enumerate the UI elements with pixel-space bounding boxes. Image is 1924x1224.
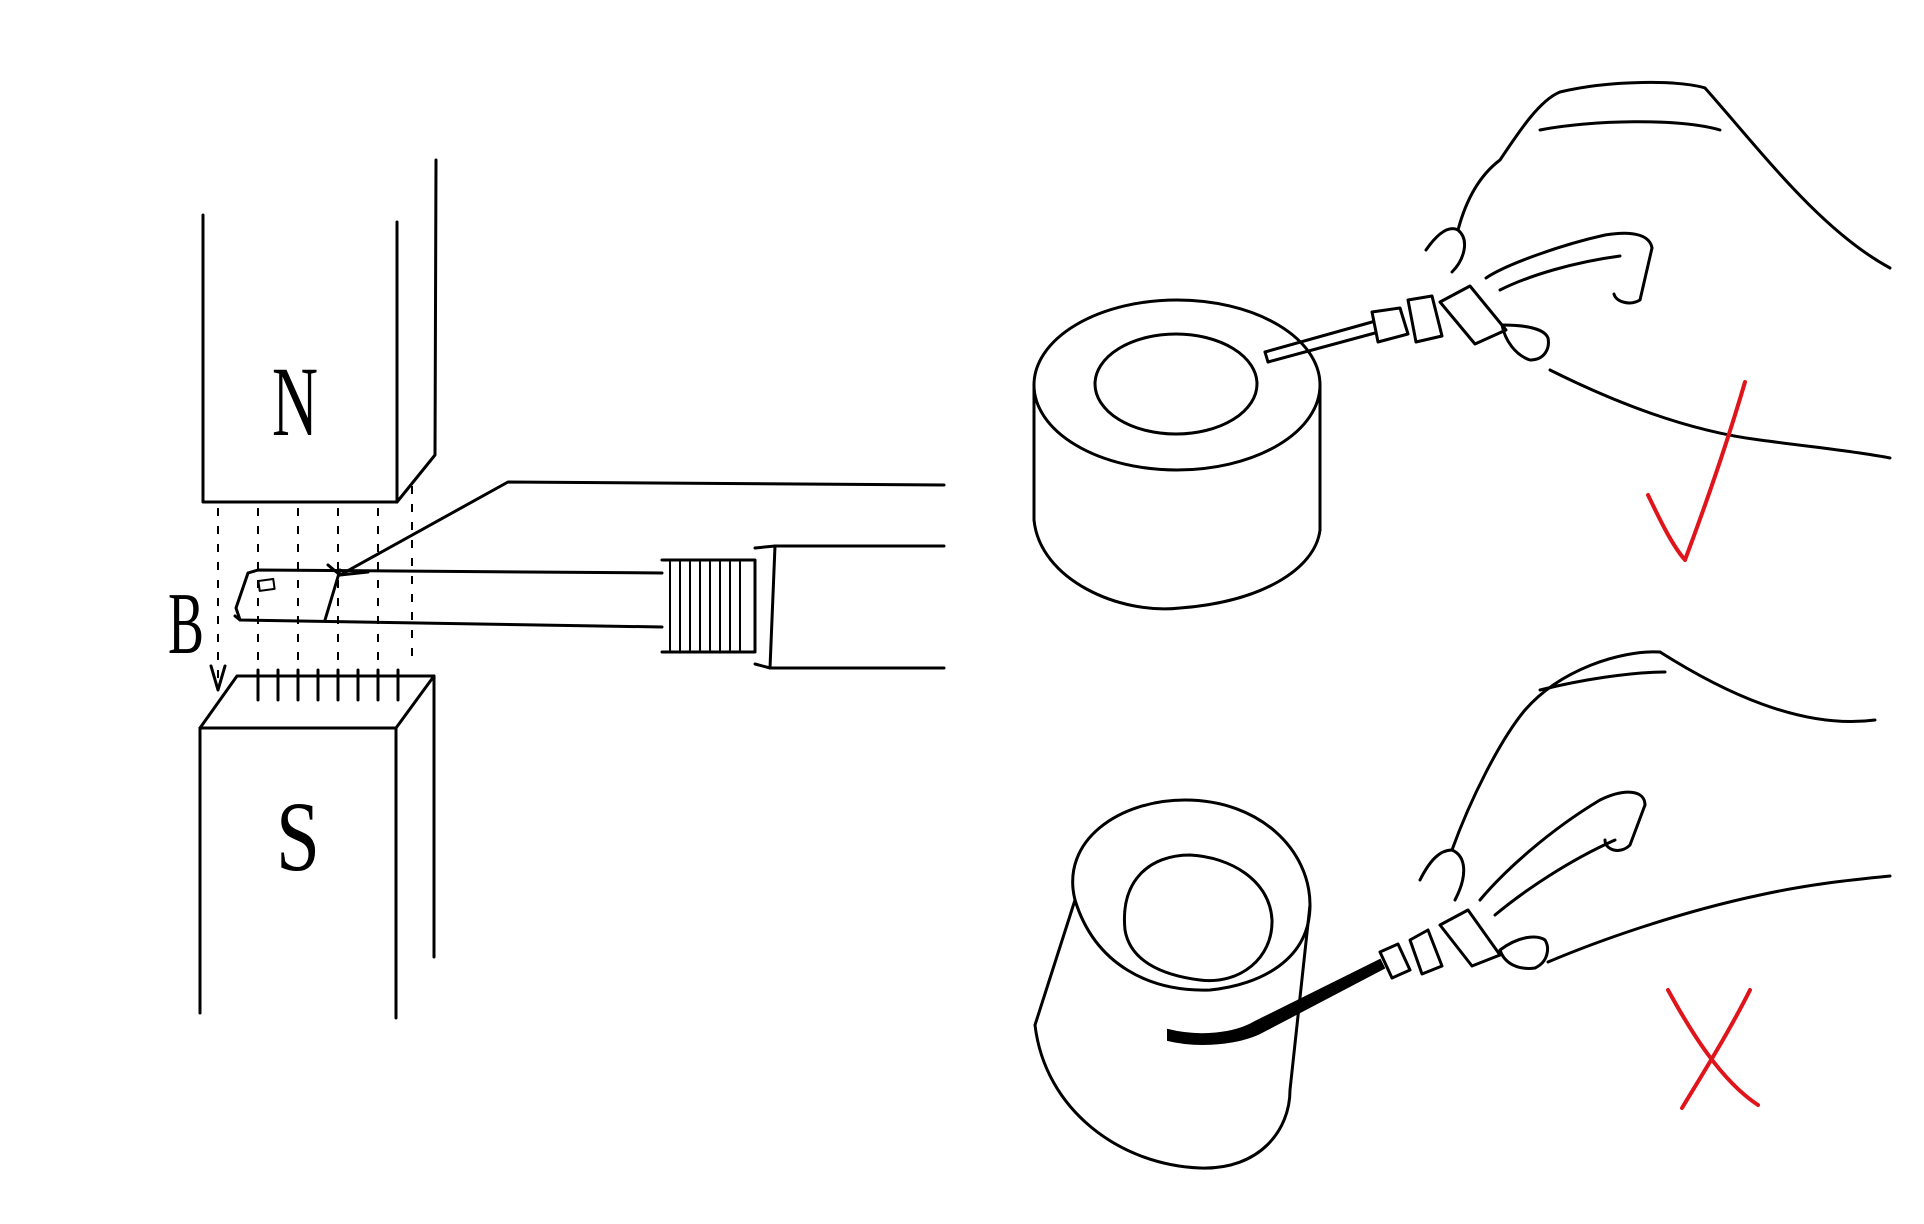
probe-connector: [660, 558, 757, 654]
north-pole-block: [201, 158, 438, 504]
pointer-arrow: [326, 480, 946, 577]
correct-usage: [1032, 80, 1892, 611]
field-arrow-icon: [209, 664, 227, 692]
magnet-setup: N S B: [168, 158, 946, 1020]
magnet-ring-lower: [1033, 798, 1312, 1170]
hall-pen-upper: [1263, 294, 1444, 364]
field-line-tips: [256, 668, 400, 702]
cross-mark-icon: [1666, 988, 1760, 1110]
north-label: N: [272, 346, 318, 457]
incorrect-usage: [1033, 650, 1892, 1170]
hand-lower: [1418, 650, 1892, 970]
south-label: S: [276, 781, 320, 892]
hall-probe: [233, 568, 664, 629]
magnet-ring-upper: [1032, 298, 1322, 611]
hall-pen-lower: [1167, 928, 1444, 1045]
probe-handle: [753, 544, 946, 670]
field-label: B: [168, 576, 204, 673]
hand-upper: [1424, 80, 1892, 460]
field-lines: [217, 486, 413, 680]
check-mark-icon: [1646, 380, 1747, 562]
south-pole-block: [198, 674, 436, 1020]
